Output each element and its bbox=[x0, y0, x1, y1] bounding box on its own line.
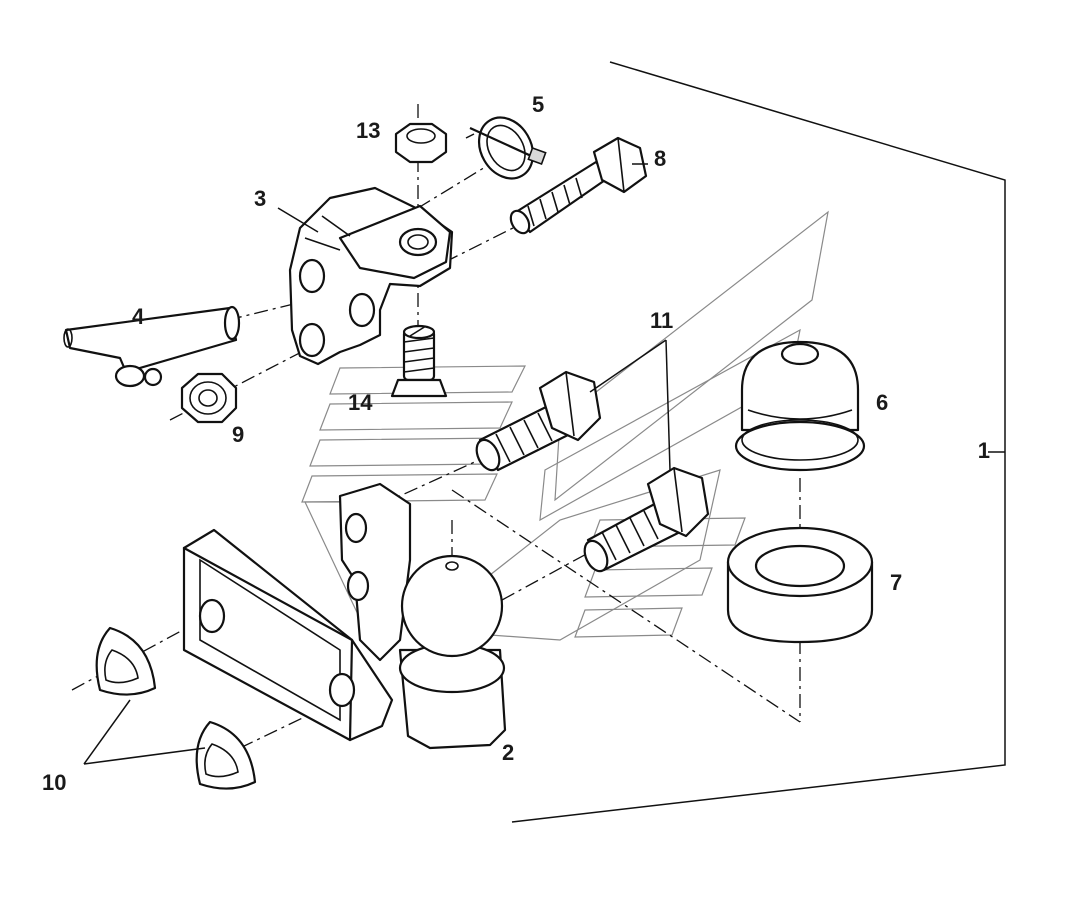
part-11-bolt-lower bbox=[583, 466, 710, 573]
part-10-washer-lower bbox=[195, 720, 257, 790]
part-6-cap bbox=[734, 340, 866, 472]
callout-9: 9 bbox=[232, 422, 244, 447]
callout-1: 1 bbox=[978, 438, 990, 463]
leader-lines bbox=[83, 133, 1005, 765]
callout-2: 2 bbox=[502, 740, 514, 765]
callout-labels: 1 2 3 4 5 6 7 8 9 10 11 13 14 bbox=[42, 92, 990, 795]
callout-3: 3 bbox=[254, 186, 266, 211]
part-11-bolt-upper bbox=[475, 370, 602, 472]
part-13-hex-nut bbox=[394, 122, 448, 164]
part-4-pin bbox=[63, 305, 241, 388]
callout-4: 4 bbox=[132, 304, 145, 329]
callout-6: 6 bbox=[876, 390, 888, 415]
part-2-tow-ball bbox=[182, 482, 507, 750]
part-3-bracket bbox=[288, 186, 454, 366]
assembly-bracket bbox=[511, 61, 1006, 823]
part-10-washer-upper bbox=[95, 626, 157, 696]
part-7-ring bbox=[726, 526, 874, 644]
callout-5: 5 bbox=[532, 92, 544, 117]
part-14-screw bbox=[390, 324, 448, 398]
callout-14: 14 bbox=[348, 390, 373, 415]
part-8-bolt bbox=[509, 136, 648, 235]
callout-7: 7 bbox=[890, 570, 902, 595]
callout-13: 13 bbox=[356, 118, 380, 143]
callout-8: 8 bbox=[654, 146, 666, 171]
part-5-spring-pin bbox=[469, 116, 547, 180]
callout-11: 11 bbox=[650, 308, 673, 333]
callout-10: 10 bbox=[42, 770, 66, 795]
part-9-lock-nut bbox=[180, 372, 238, 424]
